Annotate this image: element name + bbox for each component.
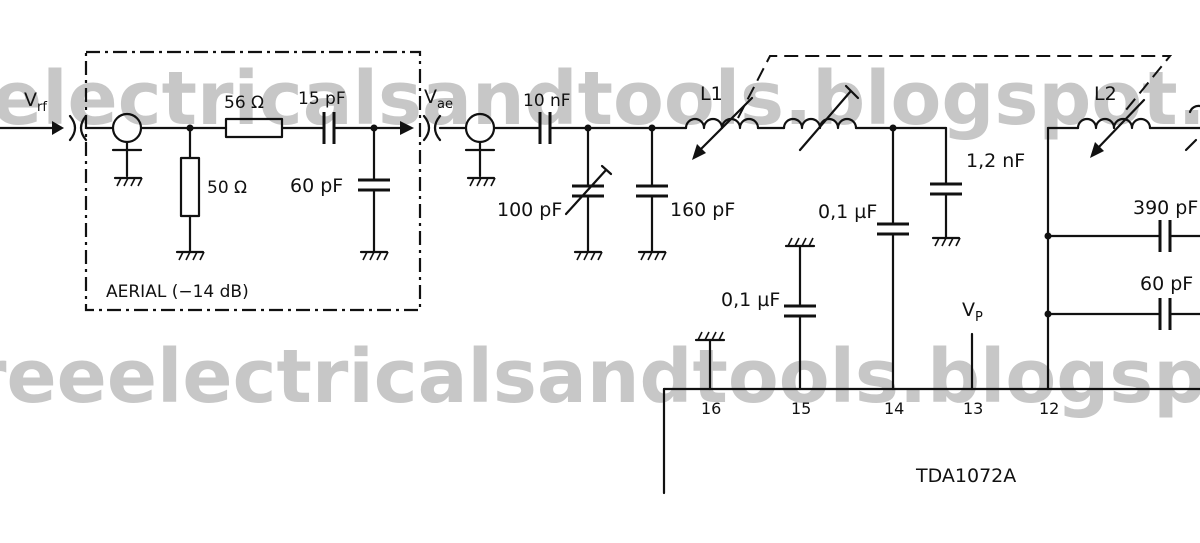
- pin-12-label: 12: [1039, 399, 1059, 418]
- resistor-50-label: 50 Ω: [207, 178, 247, 198]
- ground-symbol: [359, 250, 389, 261]
- capacitor-60pf-aerial-label: 60 pF: [290, 175, 343, 197]
- capacitor-1-2nf-label: 1,2 nF: [966, 150, 1025, 172]
- vae-connector: [422, 112, 542, 178]
- ground-symbol: [573, 250, 603, 261]
- vrf-label: Vrf: [24, 89, 47, 115]
- capacitor-15pf-label: 15 pF: [298, 89, 346, 109]
- aerial-network-box: [84, 50, 422, 312]
- capacitor-160pf: [636, 184, 668, 198]
- capacitor-0-1uf-pin14: [877, 222, 909, 236]
- pin-15-label: 15: [791, 399, 811, 418]
- capacitor-60pf-right-label: 60 pF: [1140, 273, 1193, 295]
- inductor-l2: [1076, 117, 1152, 130]
- coax-connector-1: [84, 112, 228, 178]
- capacitor-0-1uf-a-label: 0,1 µF: [818, 201, 877, 223]
- capacitor-100pf-label: 100 pF: [497, 199, 562, 221]
- resistor-50-ohm: [179, 156, 201, 218]
- variable-capacitor-100pf: [564, 164, 613, 216]
- capacitor-60pf-aerial: [358, 178, 390, 192]
- resistor-56-label: 56 Ω: [224, 93, 264, 113]
- ground-symbol: [784, 237, 816, 248]
- watermark-bottom: reeelectricalsandtools.blogspo: [0, 334, 1200, 420]
- ground-symbol: [931, 236, 961, 247]
- capacitor-160pf-label: 160 pF: [670, 199, 735, 221]
- pin-14-label: 14: [884, 399, 904, 418]
- capacitor-0-1uf-b-label: 0,1 µF: [721, 289, 780, 311]
- ic-label: TDA1072A: [915, 465, 1016, 487]
- vae-label: Vae: [424, 86, 453, 112]
- capacitor-390pf: [1158, 220, 1172, 252]
- ground-symbol: [637, 250, 667, 261]
- capacitor-0-1uf-pin15: [784, 304, 816, 318]
- vp-label: VP: [962, 299, 983, 325]
- capacitor-60pf-right: [1158, 298, 1172, 330]
- pin-16-label: 16: [701, 399, 721, 418]
- pin-13-label: 13: [963, 399, 983, 418]
- capacitor-390pf-label: 390 pF: [1133, 197, 1198, 219]
- ground-symbol: [113, 176, 143, 187]
- inductor-l2-label: L2: [1094, 83, 1117, 105]
- ic-tda1072a: [662, 387, 1200, 495]
- ground-symbol: [466, 176, 496, 187]
- ganged-tuning-link: [737, 55, 1173, 119]
- aerial-label: AERIAL (−14 dB): [106, 282, 249, 302]
- variable-inductor-tuning: [798, 84, 860, 152]
- ground-symbol: [175, 250, 205, 261]
- capacitor-10nf-label: 10 nF: [523, 91, 571, 111]
- inductor-l1-label: L1: [700, 83, 723, 105]
- l2-tuning-arrow: [1090, 98, 1146, 158]
- vrf-input: [0, 114, 88, 142]
- capacitor-1-2nf: [930, 182, 962, 196]
